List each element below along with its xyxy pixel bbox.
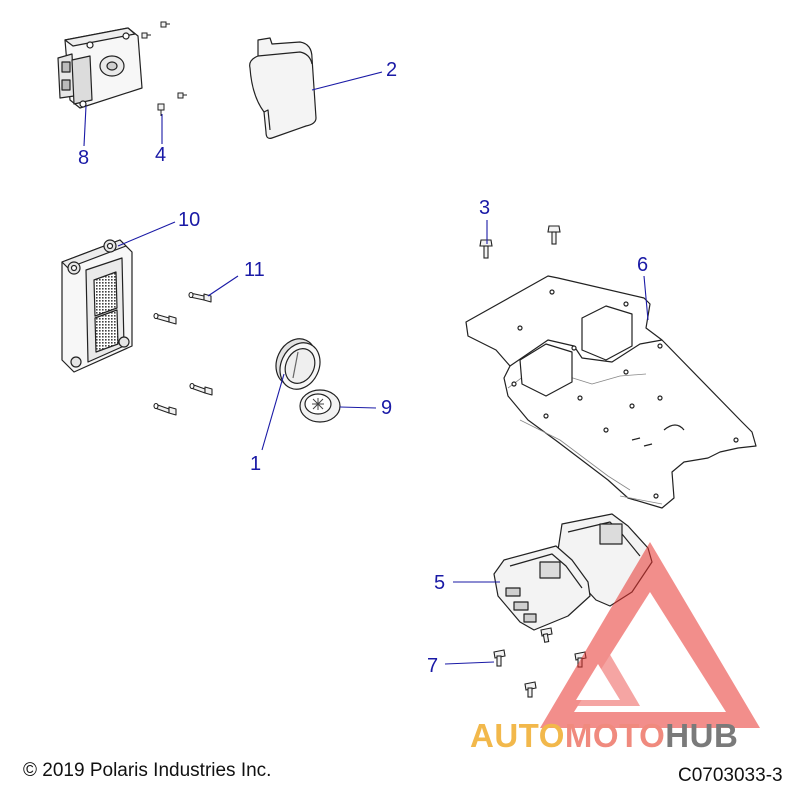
cover-plate-part-2 <box>249 37 317 139</box>
screw-h <box>493 649 506 667</box>
leader-8 <box>83 105 87 147</box>
copyright-text: © 2019 Polaris Industries Inc. <box>23 760 272 781</box>
callout-4: 4 <box>155 144 167 166</box>
ecu-controller-part-10 <box>61 239 133 373</box>
callout-6: 6 <box>637 254 649 276</box>
leader-11 <box>207 275 239 297</box>
grommet-part-9 <box>299 389 341 423</box>
leader-7 <box>444 661 495 665</box>
callout-7: 7 <box>427 655 439 677</box>
screw-e <box>479 239 493 259</box>
ecu-module-part-8 <box>57 27 143 109</box>
figure-code: C0703033-3 <box>678 765 783 786</box>
automotohub-logo-icon <box>540 542 760 728</box>
callout-11: 11 <box>244 259 265 281</box>
callout-10: 10 <box>178 209 201 231</box>
leader-6 <box>643 275 649 321</box>
screw-d <box>157 103 165 116</box>
screw-group-part-7 <box>493 627 587 698</box>
leader-lines <box>83 71 649 665</box>
plug-cap-part-1 <box>275 338 321 390</box>
leader-10 <box>117 221 176 247</box>
callout-1: 1 <box>250 453 262 475</box>
callout-3: 3 <box>479 197 491 219</box>
callout-9: 9 <box>381 397 393 419</box>
screw-a <box>141 32 151 39</box>
watermark-text: AUTOMOTOHUB <box>470 718 738 754</box>
mounting-bracket-part-6 <box>465 275 757 509</box>
screw-f <box>547 225 561 245</box>
screw-group-part-4 <box>141 21 187 116</box>
leader-1 <box>261 373 285 451</box>
screw-b <box>160 21 170 28</box>
bolt-c <box>189 382 213 396</box>
watermark-part-hub: HUB <box>665 717 739 754</box>
watermark-part-auto: AUTO <box>470 717 565 754</box>
screw-j <box>524 681 537 698</box>
callout-5: 5 <box>434 572 446 594</box>
screw-c <box>177 92 187 99</box>
leader-9 <box>339 406 377 409</box>
watermark-part-moto: MOTO <box>564 717 666 754</box>
bolt-group-part-11 <box>153 291 213 416</box>
leader-2 <box>311 71 383 91</box>
callout-8: 8 <box>78 147 90 169</box>
screw-g <box>540 627 553 643</box>
screw-group-part-3 <box>479 225 561 259</box>
bolt-b <box>153 312 177 325</box>
bolt-d <box>153 402 177 416</box>
callout-2: 2 <box>386 59 398 81</box>
bolt-a <box>188 291 212 303</box>
